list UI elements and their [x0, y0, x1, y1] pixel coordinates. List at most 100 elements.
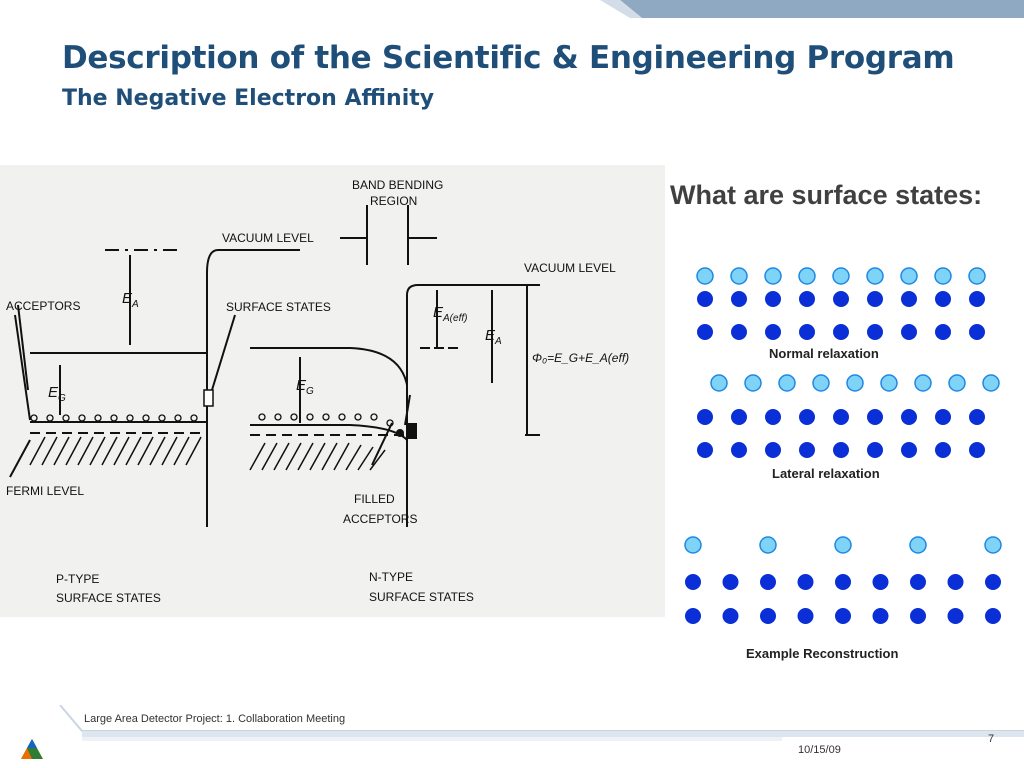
- bulk-atom: [835, 574, 851, 590]
- eg-left-label: EG: [48, 384, 66, 404]
- surface-atom: [909, 536, 927, 554]
- p-acceptor-dots: [30, 414, 198, 422]
- bulk-atom: [833, 442, 849, 458]
- bulk-atom: [969, 409, 985, 425]
- bulk-atom: [867, 324, 883, 340]
- bulk-atom: [872, 574, 889, 590]
- slide-title: Description of the Scientific & Engineer…: [62, 40, 955, 76]
- bulk-atom: [947, 608, 964, 624]
- phi-equation-label: Φ₀=E_G+E_A(eff): [532, 351, 629, 365]
- n-vacuum-level-line: [406, 284, 540, 296]
- bulk-atom: [935, 324, 951, 340]
- bulk-atom: [910, 608, 926, 624]
- bulk-atom: [833, 324, 849, 340]
- top-decorative-band: [600, 0, 1024, 18]
- surface-atom: [832, 267, 850, 285]
- acceptors-label: ACCEPTORS: [6, 299, 80, 313]
- surface-atom-diagrams: Normal relaxation Lateral relaxation Exa…: [684, 267, 1002, 661]
- eg-right-label: EG: [296, 377, 314, 397]
- bulk-atom: [935, 291, 951, 307]
- bulk-atom: [833, 291, 849, 307]
- bulk-atom: [835, 608, 851, 624]
- surface-atom: [834, 536, 852, 554]
- bulk-atom: [901, 409, 917, 425]
- bulk-atom: [935, 409, 951, 425]
- surface-atom: [764, 267, 782, 285]
- p-hatching: [29, 436, 202, 466]
- bulk-atom: [760, 574, 776, 590]
- bulk-atom: [697, 442, 713, 458]
- surface-atom: [798, 267, 816, 285]
- bulk-atom: [797, 574, 814, 590]
- p-type-label-2: SURFACE STATES: [56, 591, 161, 605]
- n-hatching: [249, 442, 386, 471]
- bulk-atom: [765, 409, 781, 425]
- n-surface-state-box: [408, 423, 417, 439]
- bulk-atom: [901, 442, 917, 458]
- bulk-atom: [722, 608, 739, 624]
- bulk-atom: [697, 324, 713, 340]
- n-acceptor-dots: [258, 413, 394, 427]
- bulk-atom: [969, 324, 985, 340]
- normal-relaxation-diagram: [696, 267, 986, 340]
- bulk-atom: [910, 574, 926, 590]
- lab-logo: [21, 739, 43, 759]
- surface-atom: [696, 267, 714, 285]
- bulk-atom: [765, 324, 781, 340]
- bulk-atom: [867, 291, 883, 307]
- reconstruction-diagram: [684, 536, 1002, 624]
- bulk-atom: [799, 291, 815, 307]
- band-bending-label-2: REGION: [370, 194, 417, 208]
- bulk-atom: [685, 608, 701, 624]
- surface-atom: [846, 374, 864, 392]
- surface-atom: [982, 374, 1000, 392]
- lateral-relaxation-label: Lateral relaxation: [772, 466, 880, 481]
- bulk-atom: [969, 291, 985, 307]
- bulk-atom: [731, 409, 747, 425]
- p-surface-state-box: [203, 389, 214, 407]
- vacuum-level-right-label: VACUUM LEVEL: [524, 261, 616, 275]
- surface-atom: [710, 374, 728, 392]
- slide-subtitle: The Negative Electron Affinity: [62, 86, 435, 111]
- bulk-atom: [985, 608, 1001, 624]
- surface-states-question: What are surface states:: [670, 180, 983, 210]
- surface-states-label: SURFACE STATES: [226, 300, 331, 314]
- band-bending-label-1: BAND BENDING: [352, 178, 443, 192]
- surface-atom: [759, 536, 777, 554]
- bulk-atom: [799, 409, 815, 425]
- n-type-label-1: N-TYPE: [369, 570, 413, 584]
- n-conduction-band-bending: [250, 347, 408, 386]
- normal-relaxation-label: Normal relaxation: [769, 346, 879, 361]
- surface-atom: [914, 374, 932, 392]
- surface-atom: [812, 374, 830, 392]
- surface-atom: [948, 374, 966, 392]
- ea-eff-label: EA(eff): [433, 304, 467, 324]
- bulk-atom: [797, 608, 814, 624]
- bulk-atom: [985, 574, 1001, 590]
- n-valence-band-bending: [250, 424, 408, 441]
- band-diagram: BAND BENDING REGION VACUUM LEVEL VACUUM …: [0, 165, 665, 617]
- bulk-atom: [947, 574, 964, 590]
- bulk-atom: [799, 324, 815, 340]
- footer-decoration: [59, 705, 1024, 741]
- bulk-atom: [765, 442, 781, 458]
- ea-right-label: EA: [485, 327, 502, 347]
- filled-acceptors-label-1: FILLED: [354, 492, 395, 506]
- p-type-label-1: P-TYPE: [56, 572, 99, 586]
- bulk-atom: [833, 409, 849, 425]
- bulk-atom: [722, 574, 739, 590]
- bulk-atom: [697, 291, 713, 307]
- bulk-atom: [685, 574, 701, 590]
- bulk-atom: [935, 442, 951, 458]
- bulk-atom: [731, 442, 747, 458]
- n-type-label-2: SURFACE STATES: [369, 590, 474, 604]
- bulk-atom: [731, 291, 747, 307]
- surface-atom: [730, 267, 748, 285]
- p-vacuum-level-line: [206, 249, 300, 274]
- surface-atom: [684, 536, 702, 554]
- bulk-atom: [697, 409, 713, 425]
- surface-atom: [984, 536, 1002, 554]
- bulk-atom: [969, 442, 985, 458]
- bulk-atom: [731, 324, 747, 340]
- bulk-atom: [901, 324, 917, 340]
